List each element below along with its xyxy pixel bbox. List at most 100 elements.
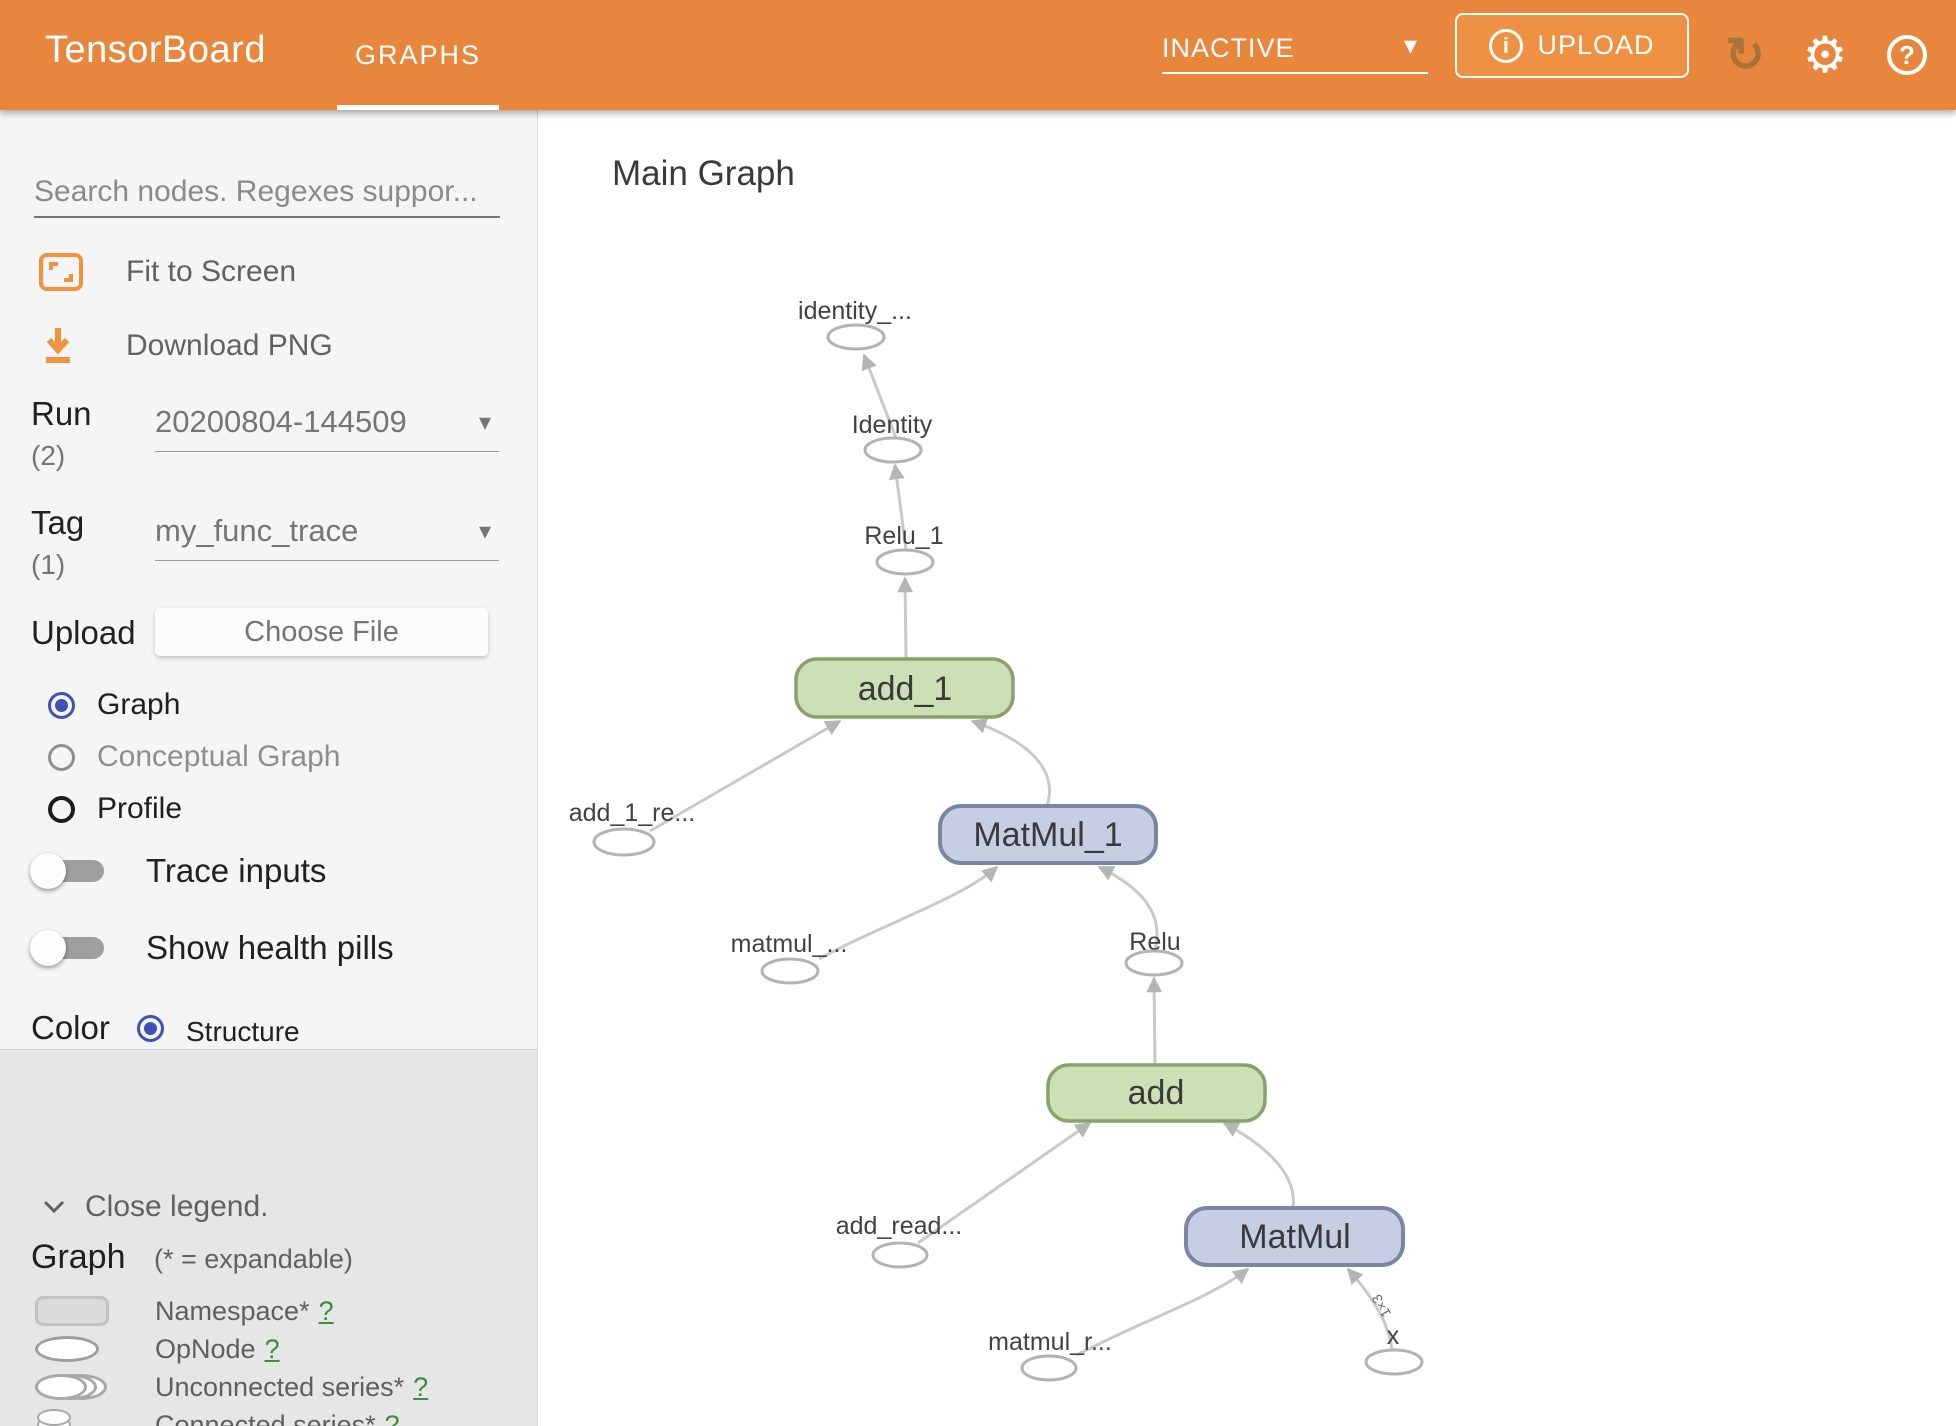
tag-dropdown[interactable]: my_func_trace ▾ (155, 503, 499, 561)
op-node-identity[interactable]: Identity (852, 411, 933, 464)
svg-text:matmul_...: matmul_... (731, 930, 848, 958)
edge-identity-to-identity-out (861, 353, 898, 439)
color-by-row: Color Structure (0, 1009, 538, 1048)
refresh-icon[interactable]: ↻ (1724, 29, 1766, 82)
radio-conceptual-graph[interactable]: Conceptual Graph (0, 740, 341, 773)
edge-add-to-relu (1146, 976, 1163, 1065)
run-dropdown[interactable]: 20200804-144509 ▾ (155, 394, 499, 452)
close-legend-button[interactable]: Close legend. (43, 1190, 268, 1224)
graph-pane: Main Graph 1×3 identity_... (538, 110, 1956, 1426)
op-node-add-1-re[interactable]: add_1_re... (569, 799, 696, 857)
help-icon[interactable]: ? (1877, 0, 1937, 110)
legend-item-unconnected-series: Unconnected series*? (0, 1369, 537, 1405)
svg-text:Identity: Identity (852, 411, 933, 439)
op-node-x[interactable]: x (1364, 1322, 1424, 1376)
graph-canvas[interactable]: 1×3 identity_... Identity Relu_1 add_1_r… (538, 110, 1956, 1426)
svg-text:Relu_1: Relu_1 (864, 522, 943, 550)
svg-text:x: x (1387, 1322, 1400, 1350)
legend-item-connected-series: Connected series*? (0, 1407, 537, 1426)
help-icon-glyph: ? (1887, 35, 1927, 75)
fit-to-screen-label: Fit to Screen (126, 255, 297, 288)
radio-unselected-icon (48, 743, 75, 771)
edge-matmulread-to-matmul1 (818, 865, 999, 961)
op-node-matmul-r[interactable]: matmul_r... (988, 1328, 1112, 1382)
unconnected-series-help-link[interactable]: ? (413, 1372, 429, 1402)
search-input[interactable] (34, 168, 500, 218)
fit-to-screen-button[interactable]: Fit to Screen (0, 246, 538, 298)
edge-add1re-to-add1 (649, 719, 842, 833)
radio-unselected-icon (48, 795, 75, 823)
color-structure-label: Structure (186, 1016, 300, 1047)
chevron-down-icon (43, 1200, 65, 1214)
upload-button-label: UPLOAD (1537, 30, 1655, 60)
op-node-relu-1[interactable]: Relu_1 (864, 522, 944, 576)
radio-conceptual-graph-label: Conceptual Graph (97, 740, 341, 773)
tag-label: Tag (31, 504, 85, 541)
info-icon: i (1489, 28, 1524, 63)
radio-graph-label: Graph (97, 688, 181, 721)
connected-series-swatch-icon (35, 1407, 111, 1426)
op-node-matmul[interactable]: MatMul (1184, 1206, 1405, 1267)
op-node-add-1[interactable]: add_1 (794, 657, 1015, 719)
show-health-pills-label: Show health pills (146, 929, 394, 966)
op-node-relu[interactable]: Relu (1124, 928, 1184, 977)
edge-relu-to-matmul1 (1097, 865, 1159, 950)
connected-series-help-link[interactable]: ? (384, 1410, 400, 1426)
radio-profile-label: Profile (97, 792, 183, 825)
op-node-matmul-read[interactable]: matmul_... (731, 930, 848, 985)
chevron-down-icon: ▾ (1403, 30, 1418, 60)
edge-x-to-matmul (1346, 1267, 1394, 1350)
radio-graph[interactable]: Graph (0, 688, 181, 721)
close-legend-label: Close legend. (85, 1190, 269, 1223)
tab-graphs-label: GRAPHS (354, 39, 482, 70)
edge-matmulr-to-matmul (1076, 1267, 1250, 1357)
svg-text:add_read...: add_read... (836, 1212, 963, 1240)
run-dropdown-value: 20200804-144509 (155, 404, 407, 439)
radio-selected-icon[interactable] (137, 1015, 164, 1042)
status-dropdown-value: INACTIVE (1162, 32, 1295, 63)
legend-item-opnode: OpNode? (0, 1331, 537, 1367)
svg-text:add_1_re...: add_1_re... (569, 799, 696, 827)
op-node-add[interactable]: add (1046, 1063, 1267, 1123)
tag-count: (1) (31, 549, 66, 580)
download-png-label: Download PNG (126, 329, 333, 362)
opnode-help-link[interactable]: ? (264, 1334, 280, 1364)
edge-matmul1-to-add1 (970, 718, 1051, 807)
toggle-off-icon (30, 849, 106, 893)
upload-label: Upload (31, 614, 136, 651)
svg-text:matmul_r...: matmul_r... (988, 1328, 1112, 1356)
upload-button[interactable]: i UPLOAD (1455, 13, 1689, 78)
app-header: TensorBoard GRAPHS INACTIVE ▾ i UPLOAD ↻… (0, 0, 1956, 110)
namespace-swatch-icon (35, 1293, 111, 1329)
op-node-matmul-1[interactable]: MatMul_1 (938, 804, 1158, 865)
op-node-add-read[interactable]: add_read... (836, 1212, 963, 1269)
page-title: Main Graph (612, 154, 795, 193)
download-png-button[interactable]: Download PNG (0, 320, 538, 372)
edge-relu1-to-identity (888, 463, 908, 551)
tab-graphs[interactable]: GRAPHS (337, 0, 499, 110)
color-label: Color (31, 1009, 110, 1046)
svg-text:identity_...: identity_... (798, 297, 912, 325)
radio-profile[interactable]: Profile (0, 792, 183, 825)
svg-text:add_1: add_1 (858, 670, 953, 708)
legend-title: Graph (31, 1238, 126, 1276)
edge-shape-label: 1×3 (1368, 1292, 1394, 1321)
status-dropdown[interactable]: INACTIVE ▾ (1162, 24, 1428, 74)
op-node-identity-out[interactable]: identity_... (798, 297, 912, 351)
radio-selected-icon (48, 691, 75, 719)
namespace-help-link[interactable]: ? (318, 1296, 334, 1326)
fit-to-screen-icon (38, 251, 88, 293)
chevron-down-icon: ▾ (478, 409, 491, 436)
legend-title-row: Graph (* = expandable) (31, 1238, 353, 1277)
choose-file-button[interactable]: Choose File (155, 608, 488, 656)
legend-panel: Close legend. Graph (* = expandable) Nam… (0, 1050, 537, 1426)
show-health-pills-toggle[interactable]: Show health pills (30, 926, 394, 970)
tag-dropdown-value: my_func_trace (155, 513, 359, 548)
gear-icon[interactable]: ⚙ (1802, 27, 1848, 83)
trace-inputs-toggle[interactable]: Trace inputs (30, 849, 326, 893)
sidebar-divider (0, 1049, 538, 1050)
edge-matmul-to-add (1222, 1121, 1295, 1209)
run-label: Run (31, 395, 92, 432)
legend-subtitle: (* = expandable) (153, 1244, 353, 1274)
